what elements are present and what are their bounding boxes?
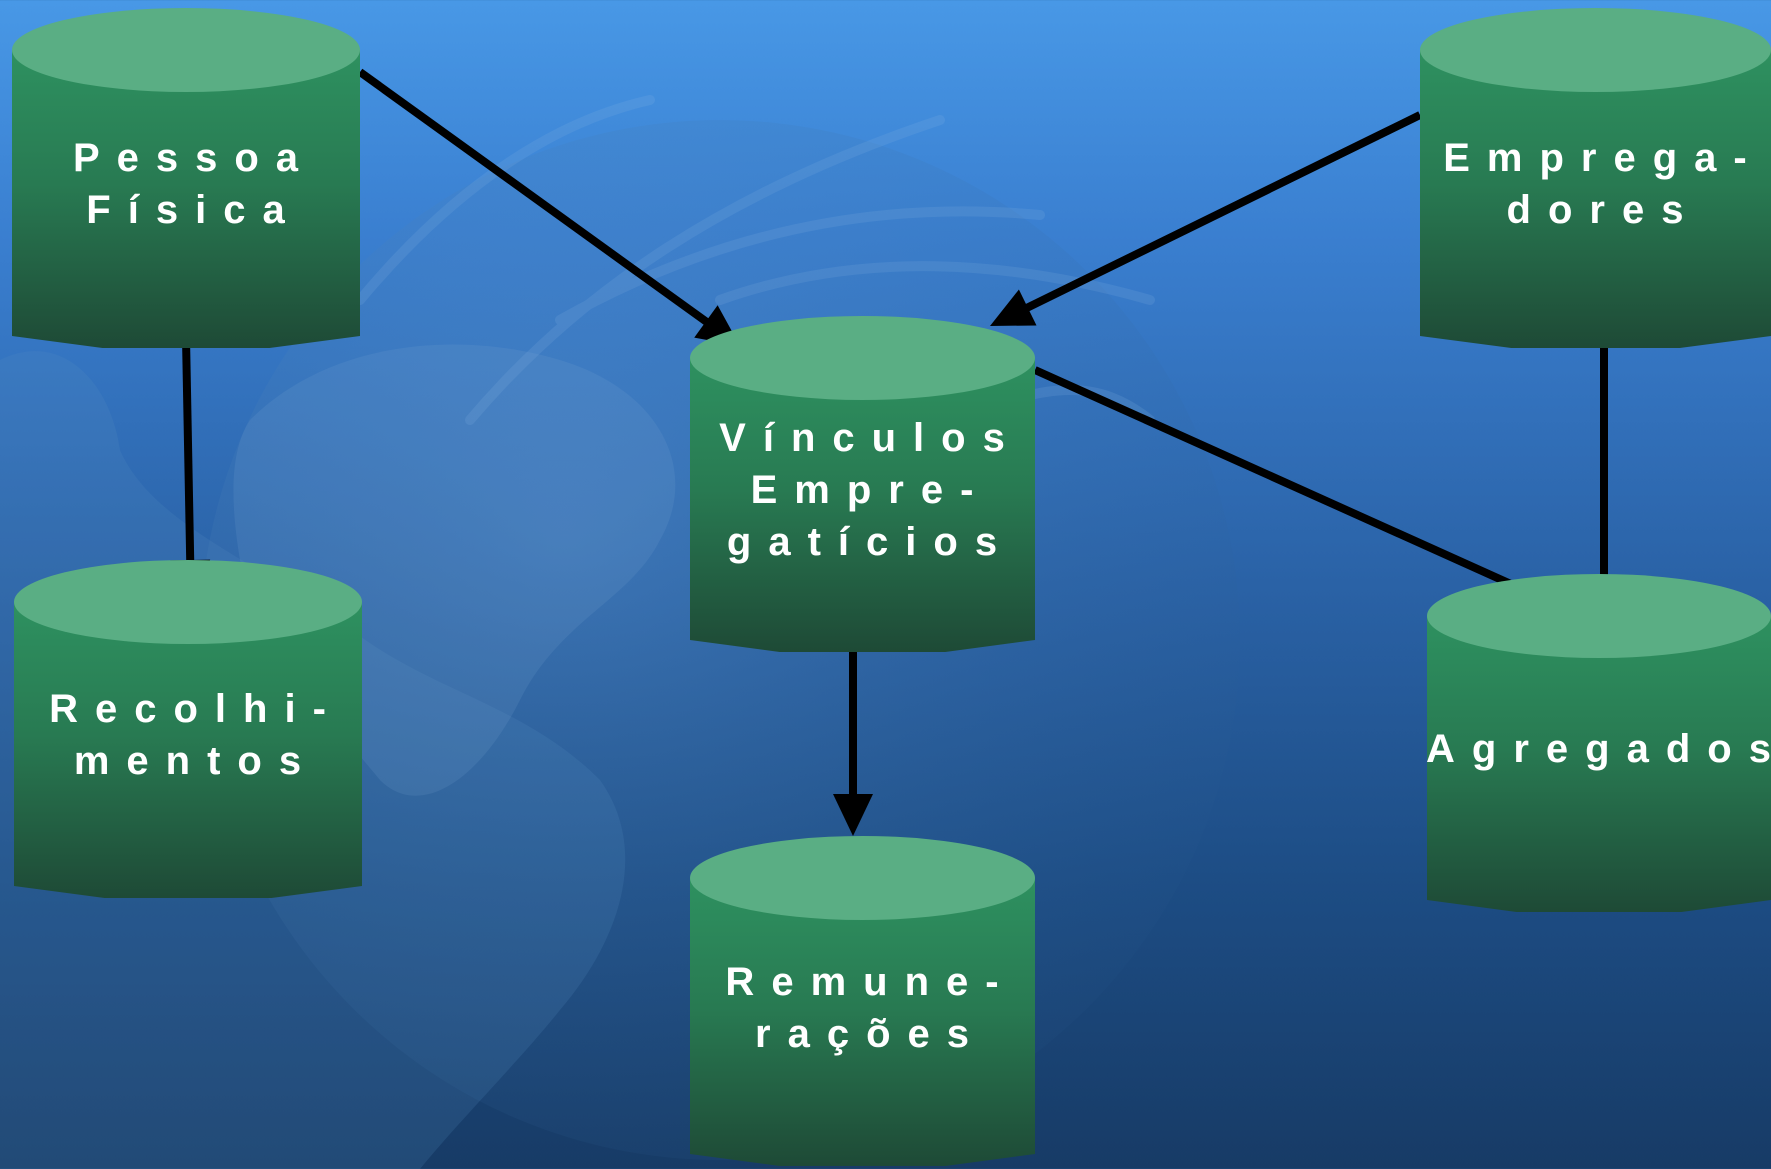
node-label-remuneracoes: Remune- rações	[725, 959, 1016, 1056]
cylinder-top	[12, 8, 360, 92]
node-remuneracoes	[690, 836, 1035, 1166]
node-agregados	[1427, 574, 1771, 912]
edge-line	[1022, 111, 1422, 313]
edge-line	[1033, 366, 1549, 605]
cylinder-body	[1420, 50, 1771, 348]
nodes-layer	[12, 8, 1771, 1166]
cylinder-top	[14, 560, 362, 644]
edge-vinculos-to-remuneracoes	[833, 652, 873, 836]
edge-line	[357, 68, 712, 328]
node-label-pessoa-fisica: Pessoa Física	[72, 136, 316, 233]
cylinder-top	[690, 836, 1035, 920]
node-pessoa-fisica	[12, 8, 360, 348]
node-label-vinculos: Vínculos Empre- gatícios	[719, 416, 1022, 565]
cylinder-top	[1420, 8, 1771, 92]
edge-empregadores-to-vinculos	[990, 111, 1422, 326]
arrowhead-icon	[833, 794, 873, 836]
node-empregadores	[1420, 8, 1771, 348]
cylinder-top	[690, 316, 1035, 400]
arrowhead-icon	[990, 289, 1037, 326]
cylinder-body	[690, 878, 1035, 1166]
cylinder-body	[1427, 616, 1771, 912]
node-label-empregadores: Emprega- dores	[1443, 136, 1764, 233]
cylinder-body	[690, 358, 1035, 652]
node-recolhimentos	[14, 560, 362, 898]
node-vinculos	[690, 316, 1035, 652]
node-label-recolhimentos: Recolhi- mentos	[49, 687, 343, 784]
node-label-agregados: Agregados	[1426, 727, 1771, 772]
cylinder-body	[14, 602, 362, 898]
edge-line	[182, 337, 195, 565]
cylinder-top	[1427, 574, 1771, 658]
cylinder-body	[12, 50, 360, 348]
